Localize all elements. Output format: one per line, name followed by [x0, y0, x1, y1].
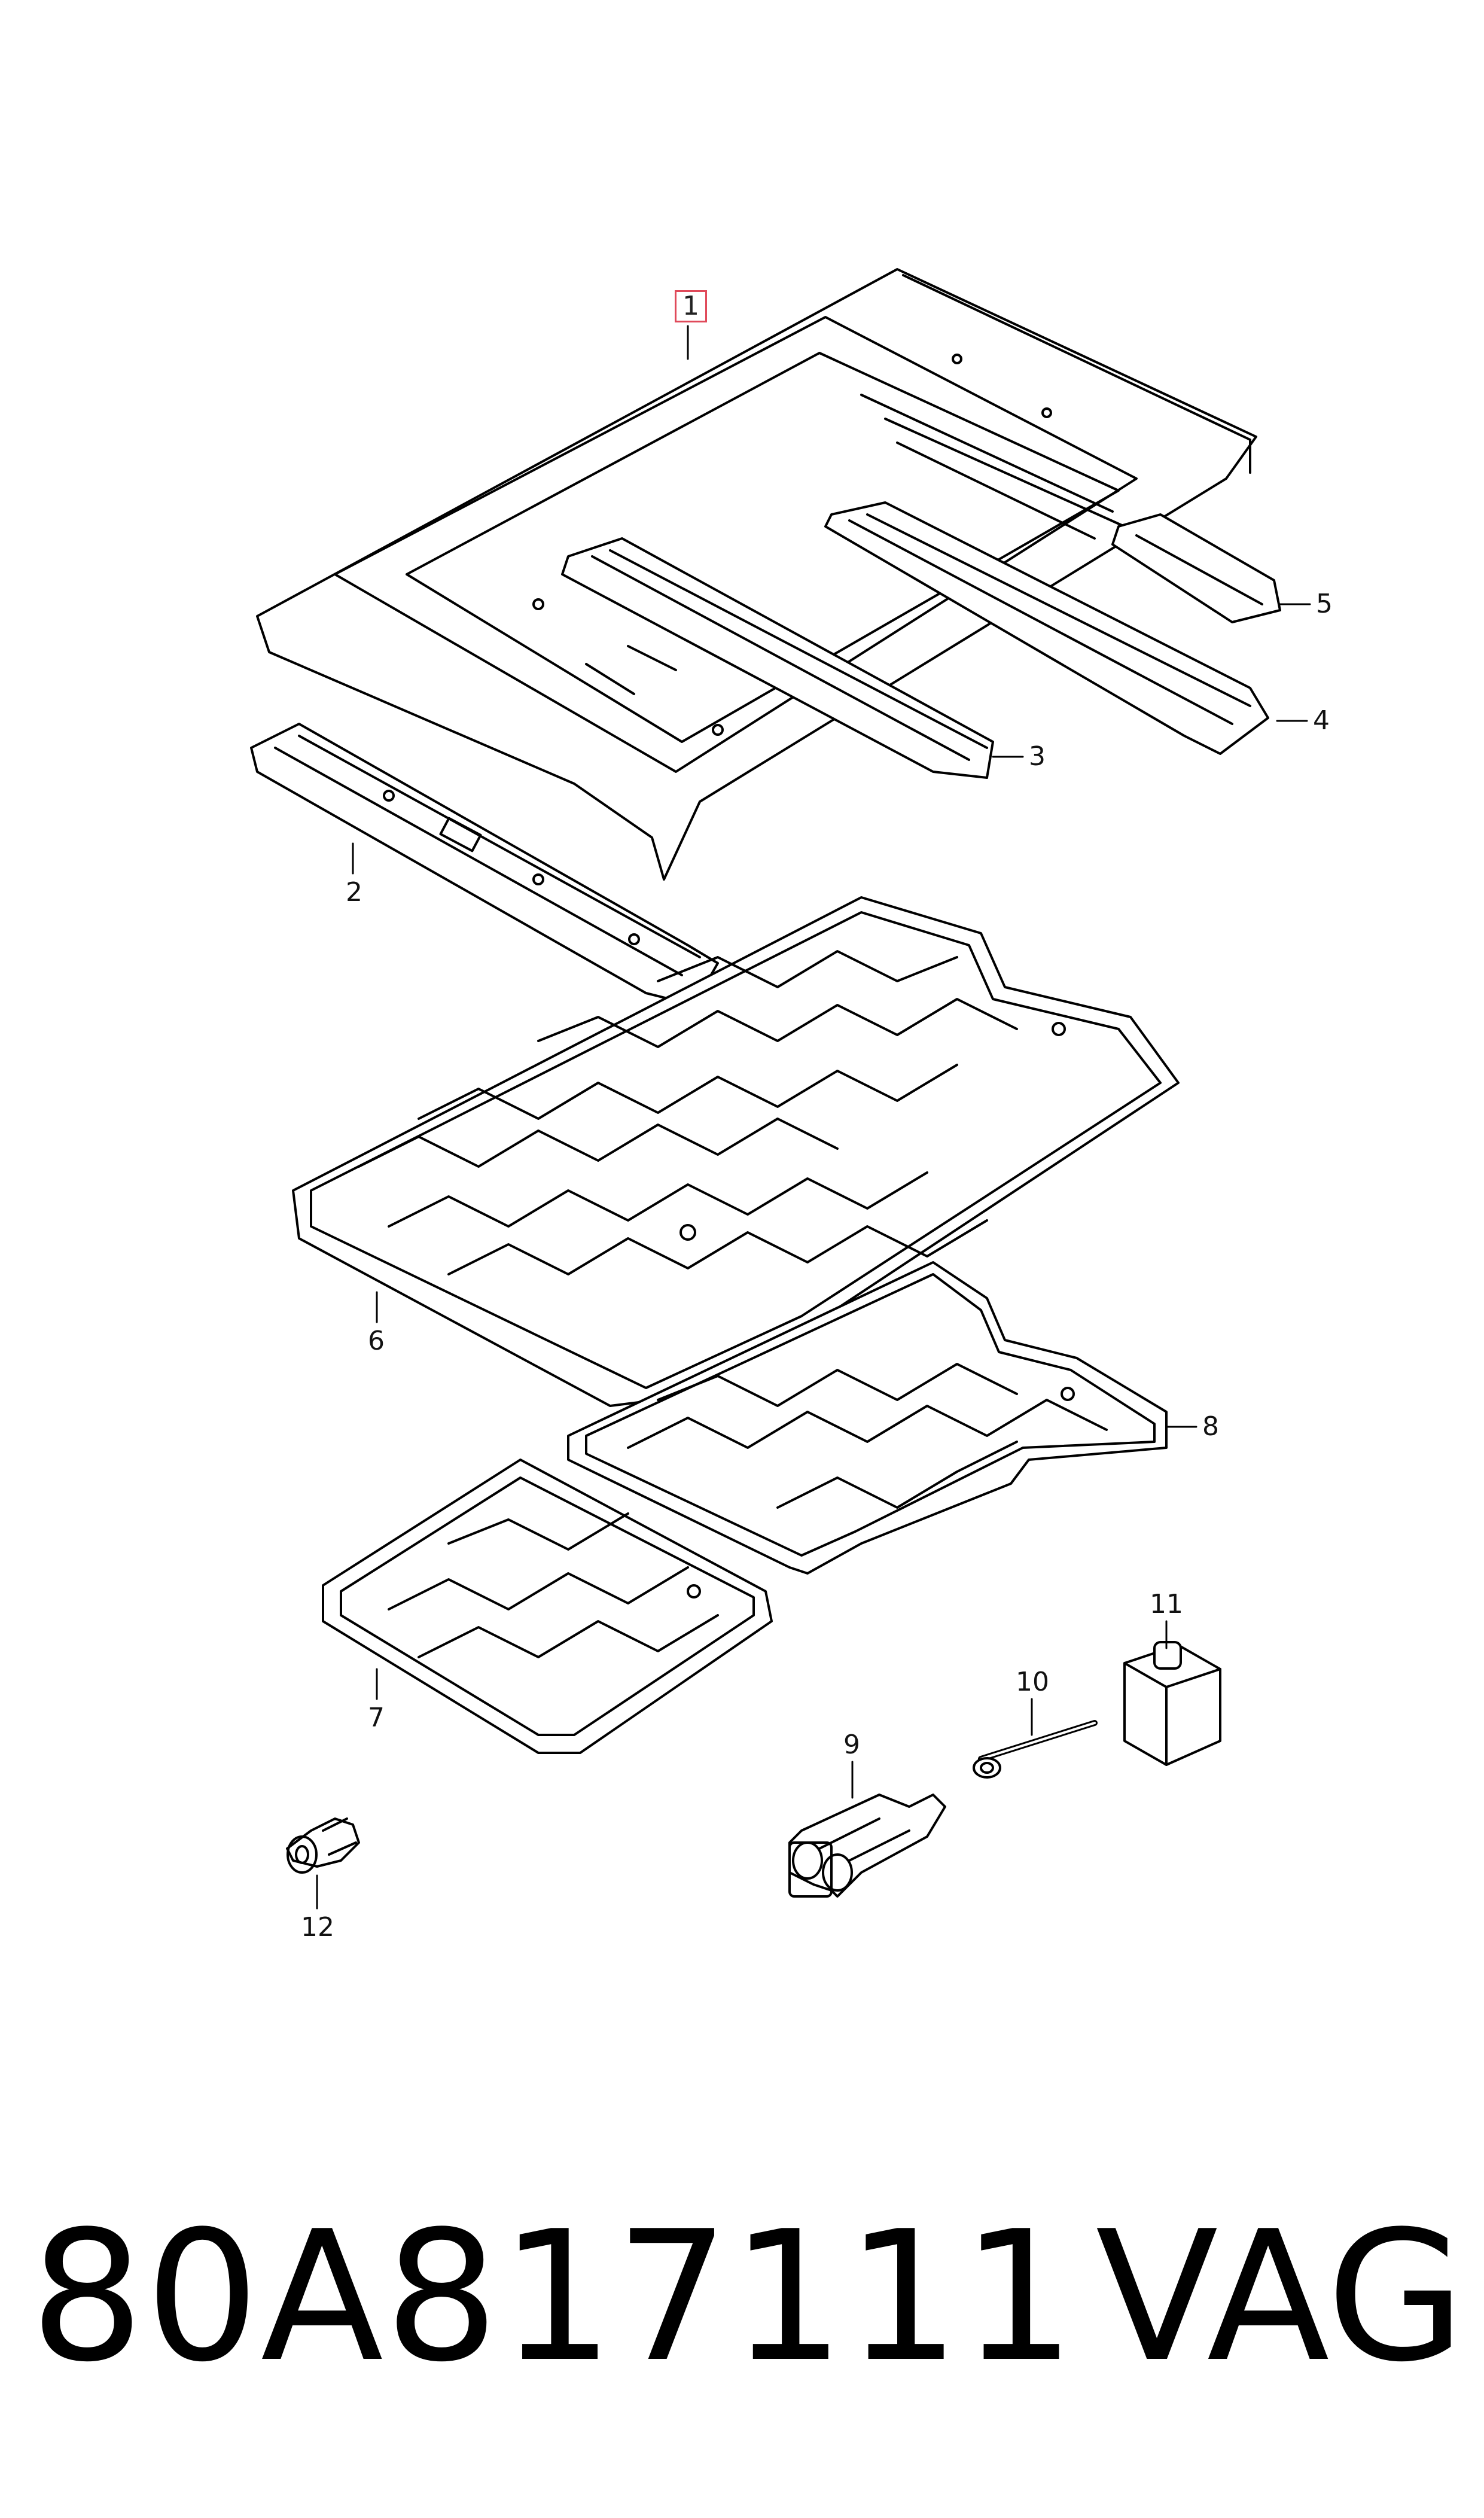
- roof-rail-3: [562, 538, 993, 778]
- part-number: 80A817111: [30, 2193, 1077, 2401]
- insulation-mat-6: [293, 897, 1178, 1406]
- callout-1[interactable]: 1: [675, 290, 707, 322]
- callout-7[interactable]: 7: [368, 1703, 385, 1733]
- callout-11[interactable]: 11: [1150, 1589, 1183, 1619]
- part-number-footer: 80A817111 VAG: [30, 2208, 1465, 2405]
- parts-diagram: 1 2 3 4 5 6 7 8 9 10 11 12: [0, 0, 1484, 2154]
- clip-12: [287, 1819, 359, 1872]
- brand-label: VAG: [1095, 2193, 1465, 2401]
- parts-diagram-drawing: [0, 0, 1484, 2154]
- leader-lines: [317, 326, 1310, 1908]
- roof-rail-5: [1113, 514, 1280, 622]
- roof-panel: [257, 269, 1256, 879]
- insulation-mat-8: [568, 1262, 1166, 1573]
- callout-10[interactable]: 10: [1016, 1667, 1049, 1697]
- callout-12[interactable]: 12: [301, 1912, 334, 1942]
- bottle-11: [1125, 1642, 1220, 1765]
- callout-2[interactable]: 2: [346, 877, 362, 908]
- roof-rail-4: [825, 503, 1268, 754]
- callout-5[interactable]: 5: [1316, 589, 1333, 619]
- insulation-mat-7: [323, 1460, 772, 1753]
- hose-10: [974, 1723, 1095, 1777]
- callout-9[interactable]: 9: [843, 1730, 860, 1760]
- callout-6[interactable]: 6: [368, 1326, 385, 1356]
- callout-4[interactable]: 4: [1313, 705, 1330, 736]
- callout-3[interactable]: 3: [1029, 741, 1046, 772]
- callout-8[interactable]: 8: [1202, 1411, 1219, 1442]
- cartridge-9: [790, 1795, 945, 1896]
